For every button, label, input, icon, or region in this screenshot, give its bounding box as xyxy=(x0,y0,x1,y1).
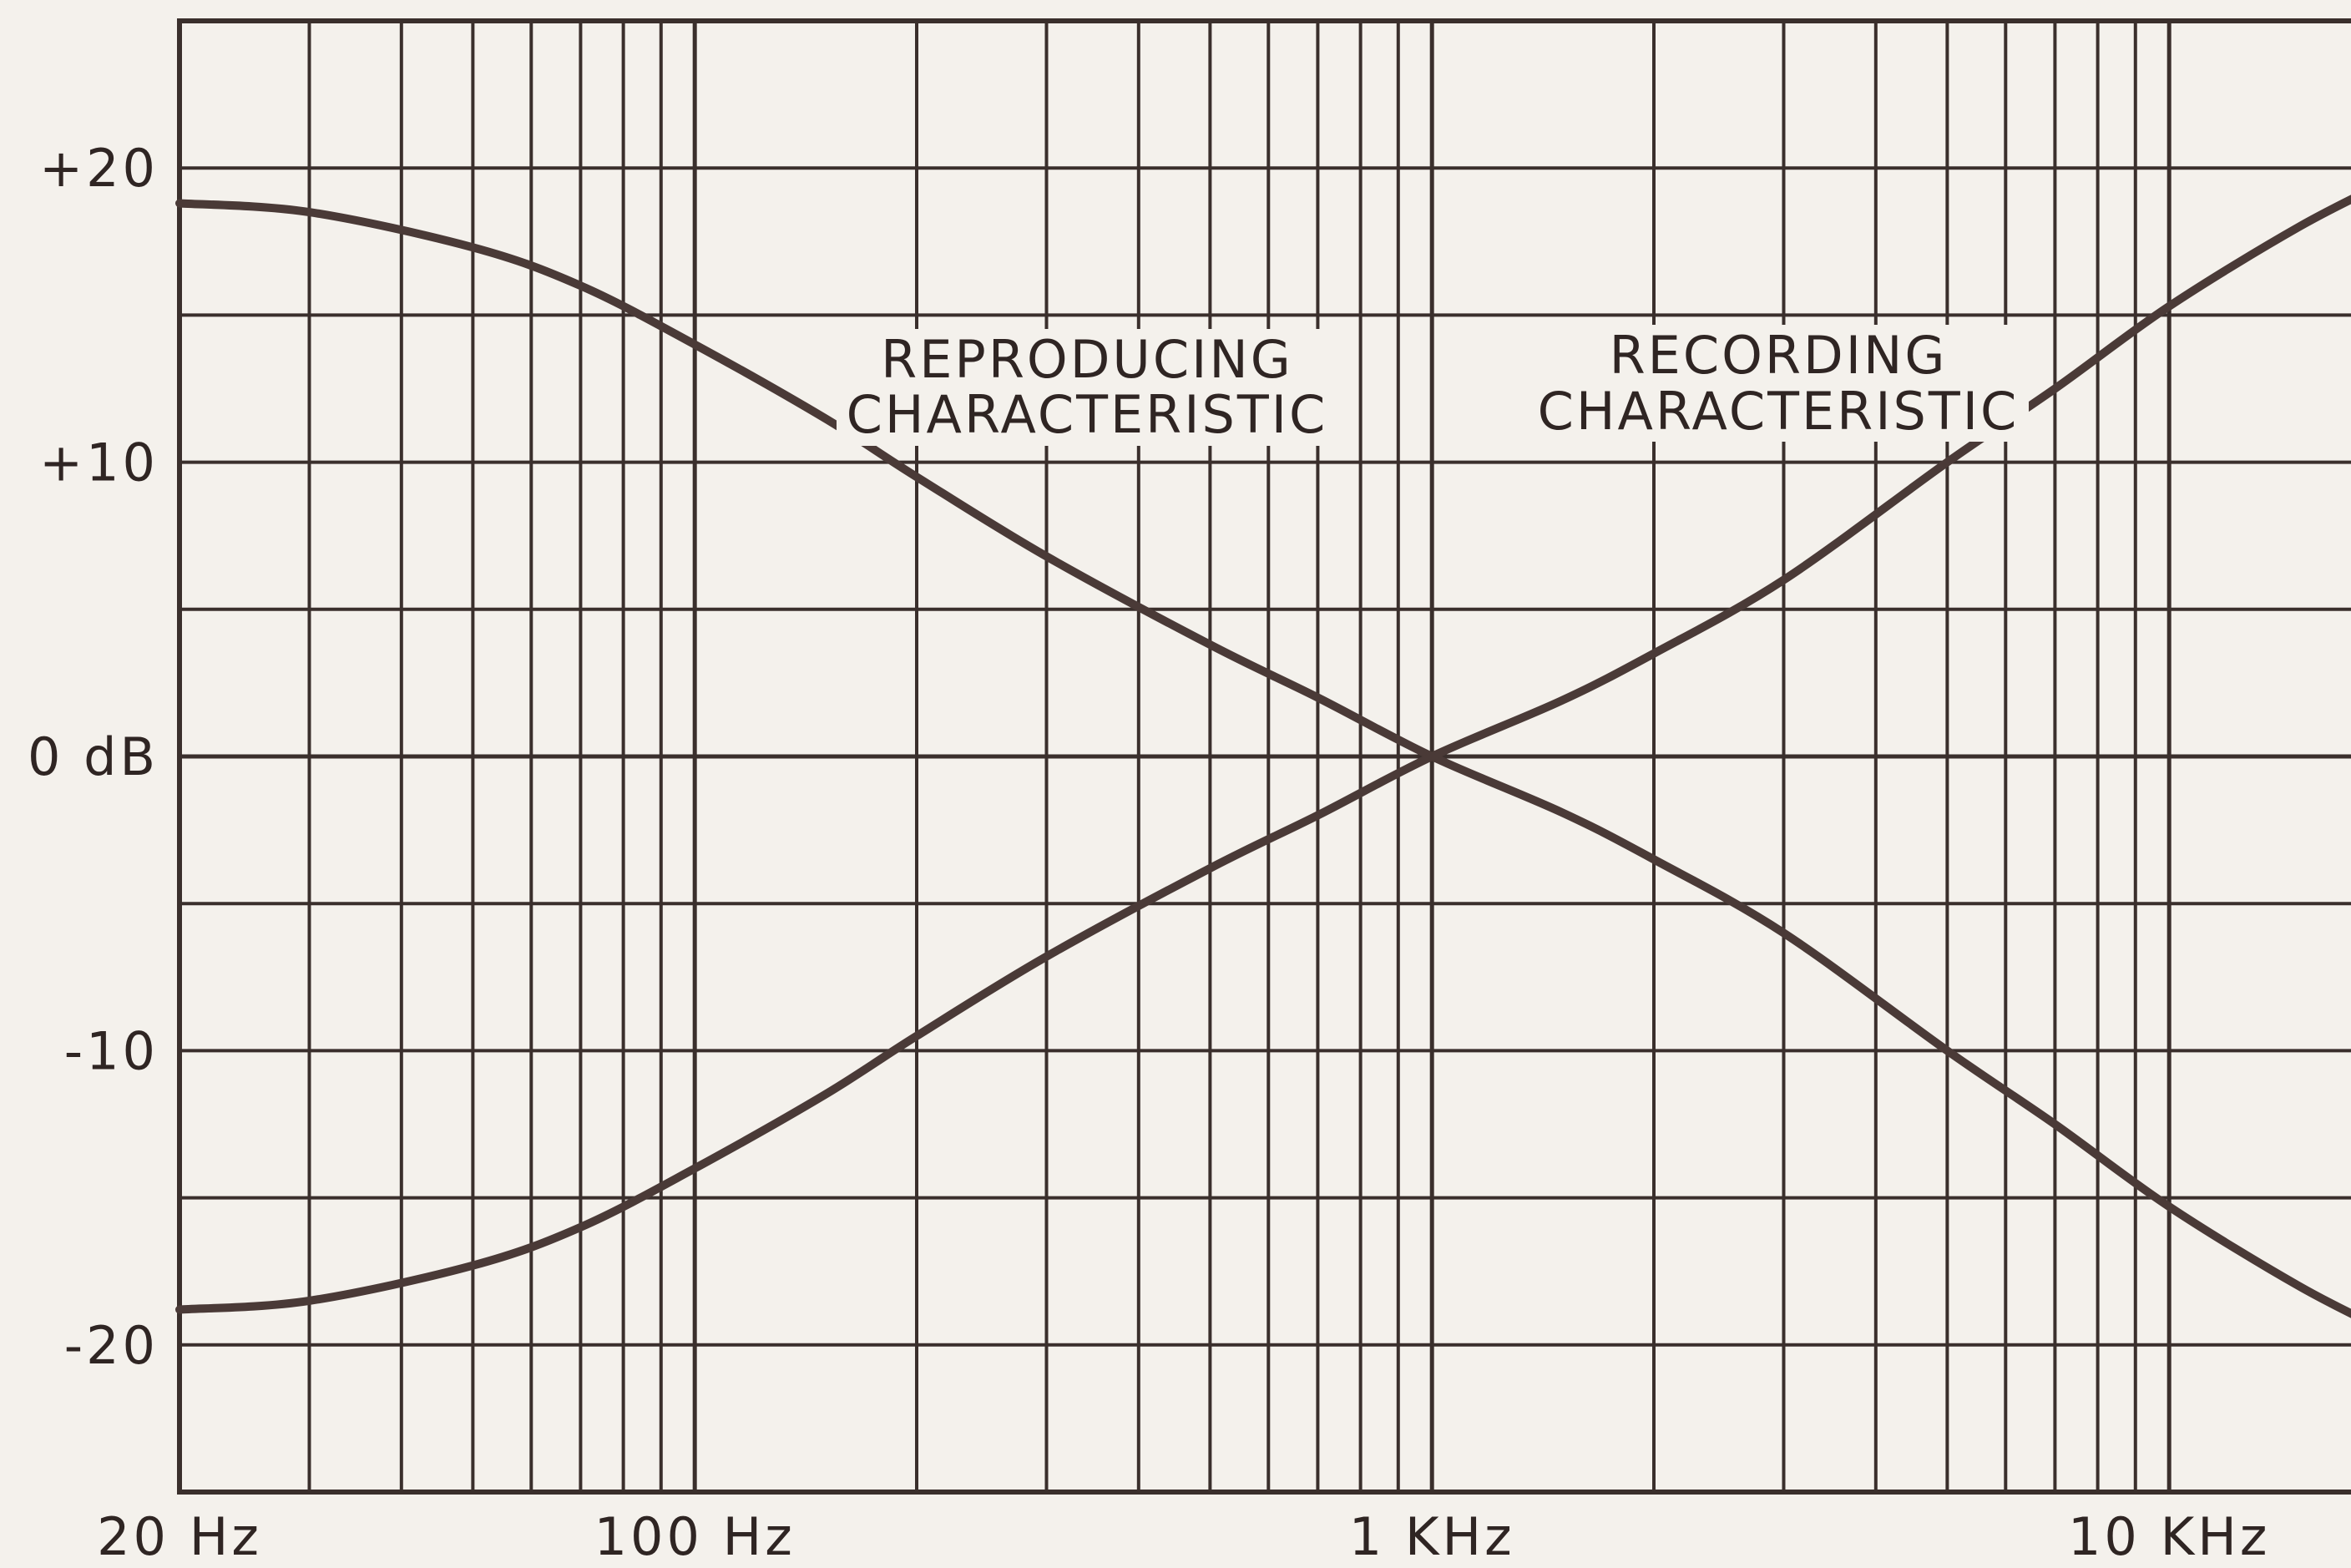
y-tick-label: 0 dB xyxy=(28,726,159,787)
x-tick-label: 20 Hz xyxy=(97,1506,262,1567)
y-tick-label: -10 xyxy=(64,1020,159,1081)
curves xyxy=(175,195,2351,1318)
grid xyxy=(178,21,2351,1492)
x-axis-tick-labels: 20 Hz 100 Hz 1 KHz 10 KHz xyxy=(97,1506,2270,1567)
label-line-2: CHARACTERISTIC xyxy=(847,384,1328,445)
y-tick-label: +10 xyxy=(39,432,159,493)
label-background xyxy=(837,329,1337,446)
y-tick-label: -20 xyxy=(64,1315,159,1376)
label-line-1: REPRODUCING xyxy=(881,329,1293,390)
x-tick-label: 100 Hz xyxy=(594,1506,796,1567)
label-background xyxy=(1528,325,2029,442)
label-line-2: CHARACTERISTIC xyxy=(1538,381,2020,442)
y-axis-tick-labels: +20 +10 0 dB -10 -20 xyxy=(28,138,159,1376)
x-tick-label: 10 KHz xyxy=(2068,1506,2270,1567)
plot-frame xyxy=(177,18,2351,1495)
annotations: REPRODUCINGCHARACTERISTICRECORDINGCHARAC… xyxy=(837,325,2029,446)
x-tick-label: 1 KHz xyxy=(1349,1506,1515,1567)
recording-characteristic-line xyxy=(175,195,2351,1314)
y-tick-label: +20 xyxy=(39,138,159,199)
reproducing-characteristic-line xyxy=(175,199,2351,1318)
label-line-1: RECORDING xyxy=(1610,325,1948,386)
